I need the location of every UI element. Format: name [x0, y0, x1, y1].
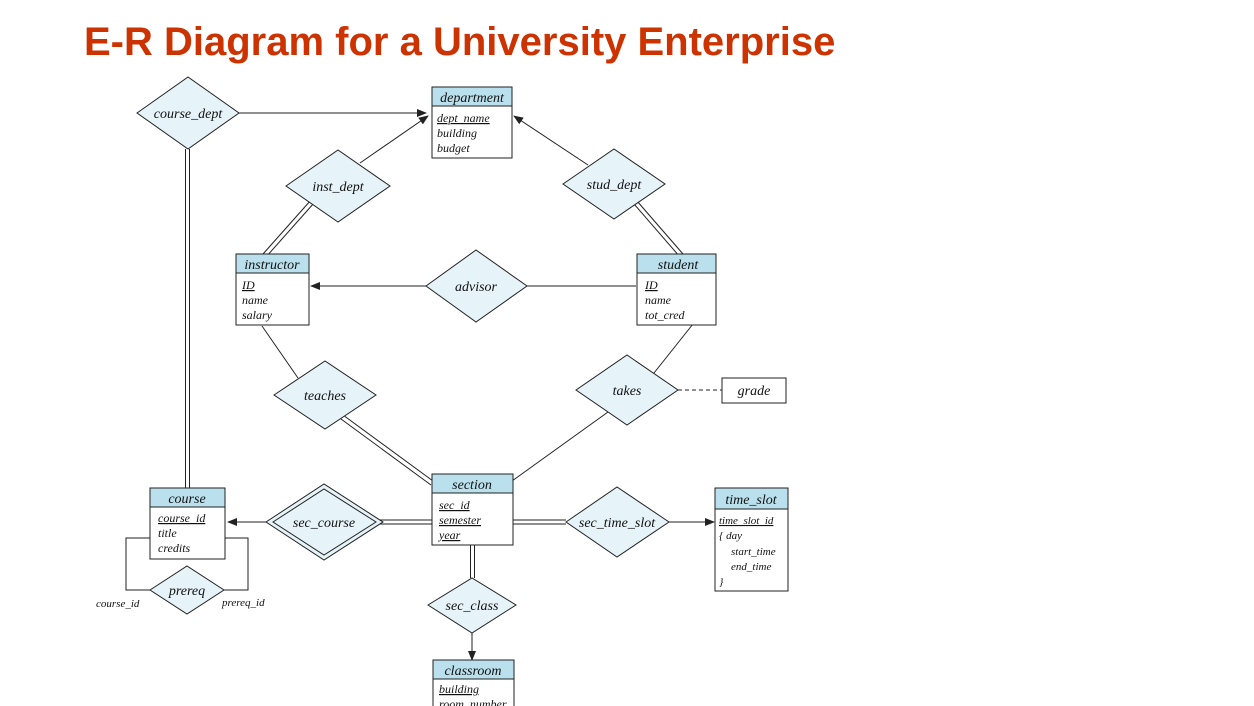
- entity-name: student: [658, 258, 700, 273]
- connectors: [125, 109, 722, 661]
- relationship-course-dept: course_dept: [136, 76, 240, 150]
- entity-student: student ID name tot_cred: [636, 253, 717, 326]
- line-teaches-section-a: [342, 414, 434, 482]
- attribute: credits: [158, 541, 191, 555]
- entity-name: classroom: [444, 664, 501, 679]
- entity-name: department: [440, 91, 505, 106]
- relationship-advisor: advisor: [425, 249, 528, 323]
- relationship-label: course_dept: [154, 107, 224, 122]
- role-label-prereq-id: prereq_id: [221, 597, 265, 609]
- attribute-primary-key: dept_name: [437, 111, 490, 125]
- relationship-sec-time-slot: sec_time_slot: [565, 486, 670, 558]
- attribute: title: [158, 526, 177, 540]
- attribute: }: [719, 576, 724, 588]
- attribute: tot_cred: [645, 308, 686, 322]
- entity-name: instructor: [244, 258, 300, 273]
- relationship-label: takes: [613, 384, 642, 399]
- attribute: name: [645, 293, 672, 307]
- attribute-primary-key: sec_id: [439, 498, 471, 512]
- relationship-label: sec_class: [446, 599, 499, 614]
- relationship-prereq: prereq: [149, 565, 225, 615]
- entity-time-slot: time_slot time_slot_id { day start_time …: [714, 487, 789, 592]
- attribute: budget: [437, 141, 470, 155]
- entity-name: course: [168, 492, 205, 507]
- relationship-takes: takes: [575, 354, 679, 426]
- line-prereq-courseid: [125, 537, 152, 591]
- relationship-label: teaches: [304, 389, 347, 404]
- relationship-teaches: teaches: [273, 360, 377, 430]
- line-instdept-instructor-a: [262, 199, 312, 255]
- attribute: start_time: [731, 546, 776, 558]
- line-studdept-department: [513, 115, 589, 166]
- relationship-inst-dept: inst_dept: [285, 149, 391, 223]
- line-studdept-student-a: [636, 200, 684, 255]
- attribute-primary-key: ID: [241, 278, 255, 292]
- attribute-primary-key: course_id: [158, 511, 206, 525]
- attribute-primary-key: ID: [644, 278, 658, 292]
- line-teaches-section-b: [340, 418, 432, 486]
- attribute-primary-key: building: [439, 682, 479, 696]
- relationship-label: sec_course: [293, 516, 355, 531]
- entity-name: section: [452, 478, 492, 493]
- line-studdept-student-b: [633, 203, 681, 258]
- entity-department: department dept_name building budget: [431, 86, 513, 159]
- entity-name: time_slot: [725, 493, 777, 508]
- slide-title: E-R Diagram for a University Enterprise: [84, 20, 836, 64]
- role-label-course-id: course_id: [96, 598, 140, 610]
- entity-instructor: instructor ID name salary: [235, 253, 310, 326]
- attribute-primary-key: year: [438, 528, 461, 542]
- attribute-primary-key: semester: [439, 513, 481, 527]
- attribute-primary-key: time_slot_id: [719, 515, 774, 527]
- relationship-label: stud_dept: [587, 178, 643, 193]
- entity-classroom: classroom building room_number: [432, 659, 515, 706]
- line-takes-section: [511, 411, 609, 482]
- relationship-sec-course: sec_course: [265, 483, 384, 561]
- relationship-sec-class: sec_class: [427, 577, 517, 634]
- attribute: name: [242, 293, 269, 307]
- relationship-label: sec_time_slot: [579, 516, 656, 531]
- relationship-label: inst_dept: [312, 180, 364, 195]
- attribute-grade: grade: [721, 377, 787, 404]
- attribute-primary-key: room_number: [439, 697, 507, 706]
- entity-section: section sec_id semester year: [431, 473, 514, 546]
- line-teaches-instructor: [261, 325, 299, 379]
- line-prereq-prereqid: [222, 537, 249, 591]
- attribute: salary: [242, 308, 273, 322]
- attribute-label: grade: [738, 384, 771, 399]
- entity-course: course course_id title credits: [149, 487, 226, 560]
- relationship-stud-dept: stud_dept: [562, 148, 666, 220]
- attribute: { day: [719, 530, 742, 542]
- line-instdept-department: [359, 115, 429, 164]
- line-takes-student: [649, 323, 694, 379]
- attribute: building: [437, 126, 477, 140]
- attribute: end_time: [731, 561, 771, 573]
- relationship-label: prereq: [168, 584, 205, 599]
- relationship-label: advisor: [455, 280, 498, 295]
- line-instdept-instructor-b: [265, 202, 315, 258]
